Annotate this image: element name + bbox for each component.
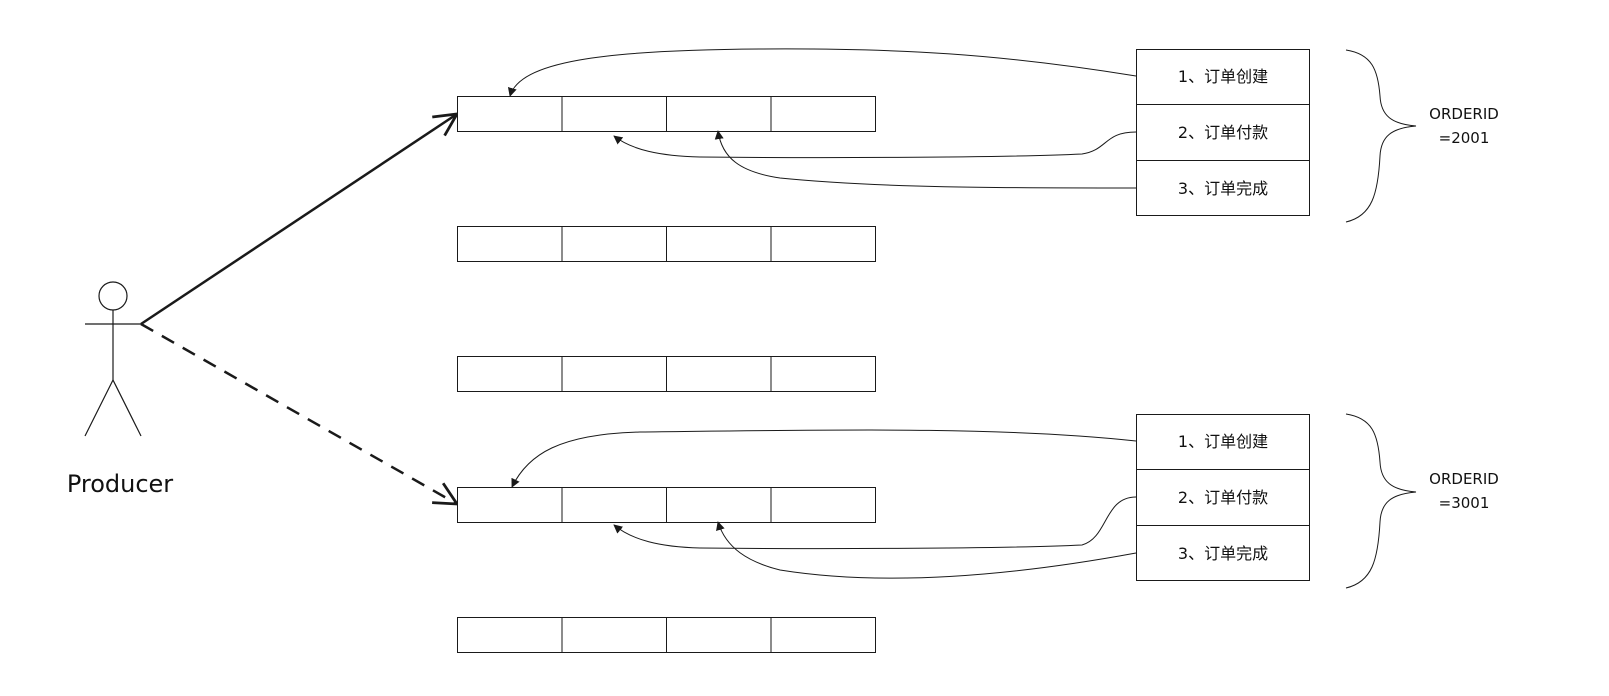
queue-row-1 [457,96,876,132]
queue-cell [561,226,667,262]
send-arrow-dashed [140,322,457,504]
flow-arrow-create [507,48,1137,97]
step-label-complete: 3、订单完成 [1178,544,1268,563]
queue-cell [561,356,667,392]
step-label-pay: 2、订单付款 [1178,123,1268,142]
queue-cell [666,226,772,262]
producer-actor-icon [84,281,142,437]
queue-row-5 [457,617,876,653]
queue-cell [666,356,772,392]
step-box-complete [1136,160,1310,216]
queue-cell [457,226,563,262]
queue-cell [561,96,667,132]
queue-cell [666,96,772,132]
orderid-label: ORDERID [1429,470,1499,488]
queue-cell [457,96,563,132]
step-label-complete: 3、订单完成 [1178,179,1268,198]
orderid-value: =3001 [1439,494,1490,512]
queue-cell [770,96,876,132]
queue-cell [770,487,876,523]
step-box-create [1136,414,1310,470]
brace-icon [1345,49,1417,223]
queue-cell [457,617,563,653]
queue-cell [457,487,563,523]
flow-arrow-pay [613,496,1137,550]
queue-row-3 [457,356,876,392]
queue-cell [457,356,563,392]
step-box-pay [1136,104,1310,161]
queue-cell [561,617,667,653]
queue-cell [770,617,876,653]
queue-cell [770,356,876,392]
flow-arrow-complete [714,130,1137,189]
producer-label: Producer [67,470,173,498]
orderid-value: =2001 [1439,129,1490,147]
queue-cell [666,487,772,523]
queue-row-4 [457,487,876,523]
step-label-pay: 2、订单付款 [1178,488,1268,507]
order-group-2001: 1、订单创建 2、订单付款 3、订单完成 ORDERID =2001 [507,48,1499,223]
send-arrow-solid [140,114,457,326]
queue-cell [666,617,772,653]
order-group-3001: 1、订单创建 2、订单付款 3、订单完成 ORDERID =3001 [511,413,1499,589]
flow-arrow-pay [613,131,1137,159]
step-label-create: 1、订单创建 [1178,67,1268,86]
queue-cell [561,487,667,523]
step-box-complete [1136,525,1310,581]
step-label-create: 1、订单创建 [1178,432,1268,451]
step-box-create [1136,49,1310,105]
flow-arrow-complete [716,521,1137,579]
flow-arrow-create [511,429,1137,488]
queue-row-2 [457,226,876,262]
step-box-pay [1136,469,1310,526]
orderid-label: ORDERID [1429,105,1499,123]
queue-cell [770,226,876,262]
brace-icon [1345,413,1417,589]
